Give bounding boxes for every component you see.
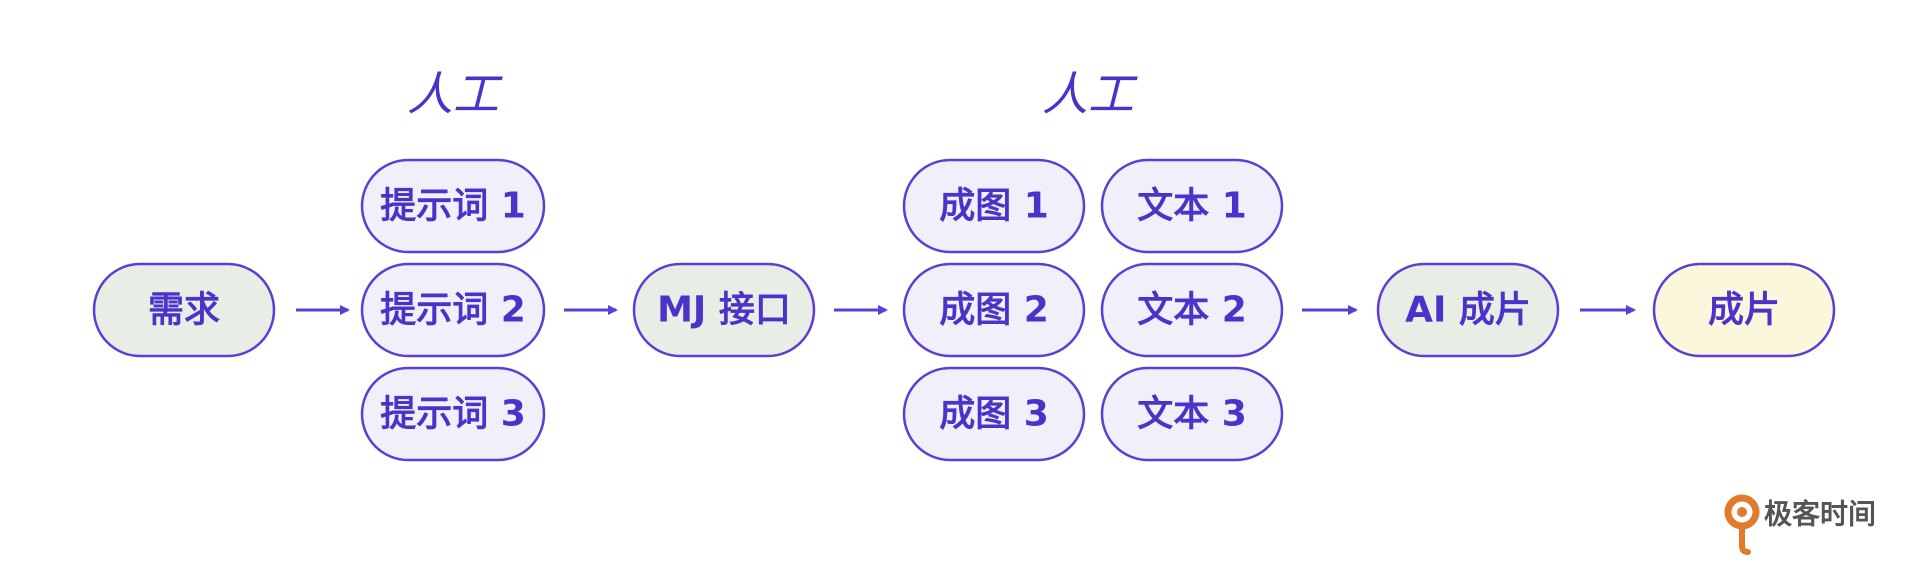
node-demand: 需求 <box>92 262 276 358</box>
brand-name: 极客时间 <box>1764 498 1876 531</box>
node-prompt-3-label: 提示词 3 <box>380 394 526 435</box>
node-prompt-2-label: 提示词 2 <box>380 290 526 331</box>
node-ai-film: AI 成片 <box>1376 262 1560 358</box>
node-ai-film-label: AI 成片 <box>1405 290 1531 331</box>
brand-logo: 极客时间 <box>1724 494 1876 555</box>
human-label-review: 人工 <box>1042 67 1138 121</box>
node-image-1-label: 成图 1 <box>939 186 1049 227</box>
node-mj-api-label: MJ 接口 <box>657 290 791 331</box>
node-text-1-label: 文本 1 <box>1137 186 1247 227</box>
node-text-2: 文本 2 <box>1100 262 1284 358</box>
node-text-1: 文本 1 <box>1100 158 1284 254</box>
geektime-logo-icon <box>1724 494 1760 555</box>
node-mj-api: MJ 接口 <box>632 262 816 358</box>
node-final-film: 成片 <box>1652 262 1836 358</box>
node-prompt-3: 提示词 3 <box>360 366 546 462</box>
node-text-2-label: 文本 2 <box>1137 290 1247 331</box>
node-image-3: 成图 3 <box>902 366 1086 462</box>
node-final-film-label: 成片 <box>1708 290 1780 331</box>
node-prompt-1: 提示词 1 <box>360 158 546 254</box>
node-image-2: 成图 2 <box>902 262 1086 358</box>
node-image-1: 成图 1 <box>902 158 1086 254</box>
node-text-3-label: 文本 3 <box>1137 394 1247 435</box>
human-label-prompts: 人工 <box>407 67 503 121</box>
node-prompt-1-label: 提示词 1 <box>380 186 526 227</box>
node-prompt-2: 提示词 2 <box>360 262 546 358</box>
node-image-2-label: 成图 2 <box>939 290 1049 331</box>
node-image-3-label: 成图 3 <box>939 394 1049 435</box>
node-demand-label: 需求 <box>148 290 220 331</box>
node-text-3: 文本 3 <box>1100 366 1284 462</box>
